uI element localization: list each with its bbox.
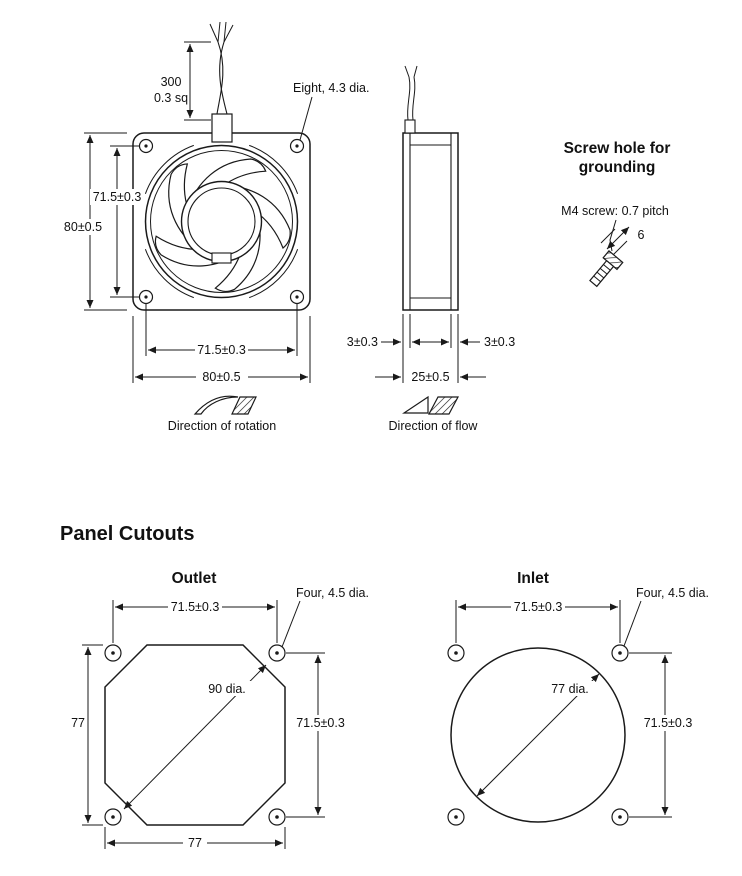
blade-section-icon <box>231 396 257 415</box>
outlet-cutout-drawing: Outlet 71.5±0.3 Four, 4.5 dia. 90 dia. <box>62 570 369 851</box>
wire-bushing <box>211 113 233 143</box>
outlet-dim-left-label: 77 <box>71 716 85 730</box>
dimension-width-holes: 71.5±0.3 <box>145 304 298 358</box>
lead-wires <box>209 21 234 143</box>
screw-head-width-label: 6 <box>638 228 645 242</box>
inlet-holes-note: Four, 4.5 dia. <box>623 586 709 647</box>
corner-holes-label: Eight, 4.3 dia. <box>293 81 369 95</box>
fan-front-view: 300 0.3 sq Eight, 4.3 dia. 80±0.5 71.5±0… <box>57 21 369 385</box>
flow-arrow-icon <box>402 395 429 414</box>
outlet-diameter-label: 90 dia. <box>208 682 246 696</box>
flow-caption: Direction of flow <box>389 419 479 433</box>
grounding-title-line1: Screw hole for <box>564 140 671 157</box>
outlet-dim-right: 71.5±0.3 <box>286 652 347 818</box>
outlet-dim-bottom: 77 <box>104 827 286 851</box>
flow-direction-symbol: Direction of flow <box>389 395 479 433</box>
outlet-holes-label: Four, 4.5 dia. <box>296 586 369 600</box>
height-outer-label: 80±0.5 <box>64 220 102 234</box>
width-holes-label: 71.5±0.3 <box>197 343 246 357</box>
inlet-dim-top-label: 71.5±0.3 <box>514 600 563 614</box>
inlet-circle <box>450 647 626 823</box>
grounding-title-line2: grounding <box>579 159 656 176</box>
outlet-dim-left: 77 <box>62 644 103 826</box>
outlet-dim-top-label: 71.5±0.3 <box>171 600 220 614</box>
fan-side-view: 3±0.3 3±0.3 25±0.5 <box>347 65 515 384</box>
flange-right-label: 3±0.3 <box>484 335 515 349</box>
inlet-holes <box>447 644 629 826</box>
inlet-dim-right-label: 71.5±0.3 <box>644 716 693 730</box>
inlet-label: Inlet <box>517 570 549 587</box>
dimension-depth: 25±0.5 <box>375 316 486 384</box>
hub-notch <box>211 252 232 264</box>
height-holes-label: 71.5±0.3 <box>93 190 142 204</box>
dimension-lead-length: 300 0.3 sq <box>154 41 211 121</box>
grounding-leader-line <box>609 219 617 252</box>
dimension-flange-left: 3±0.3 <box>347 314 432 349</box>
outlet-dim-bottom-label: 77 <box>188 836 202 850</box>
outlet-label: Outlet <box>172 570 217 587</box>
width-outer-label: 80±0.5 <box>202 370 240 384</box>
blade-section-icon <box>428 396 459 415</box>
inlet-diameter: 77 dia. <box>476 673 600 797</box>
inlet-dim-right: 71.5±0.3 <box>629 652 695 818</box>
outlet-dim-right-label: 71.5±0.3 <box>296 716 345 730</box>
fan-venturi-circle <box>144 144 299 299</box>
inlet-holes-label: Four, 4.5 dia. <box>636 586 709 600</box>
rotation-caption: Direction of rotation <box>168 419 276 433</box>
outlet-diameter: 90 dia. <box>123 664 267 810</box>
dimension-flange-right: 3±0.3 <box>429 314 515 349</box>
dimension-height-holes: 71.5±0.3 <box>90 145 144 298</box>
rotation-arrow-icon <box>193 395 239 415</box>
flange-left-label: 3±0.3 <box>347 335 378 349</box>
dimension-screw-head: 6 <box>600 226 645 256</box>
lead-length-label: 300 <box>161 75 182 89</box>
depth-label: 25±0.5 <box>411 370 449 384</box>
dimension-corner-holes: Eight, 4.3 dia. <box>293 81 369 141</box>
dimension-height-outer: 80±0.5 <box>57 132 127 311</box>
grounding-spec: M4 screw: 0.7 pitch <box>561 204 669 218</box>
panel-cutouts-title: Panel Cutouts <box>60 523 194 545</box>
inlet-dim-top: 71.5±0.3 <box>455 599 621 643</box>
grounding-note: Screw hole for grounding M4 screw: 0.7 p… <box>561 140 671 288</box>
rotation-direction-symbol: Direction of rotation <box>168 395 276 433</box>
grounding-screw-icon <box>589 250 624 288</box>
mounting-holes <box>138 138 305 305</box>
fan-hub-outer <box>180 180 263 263</box>
side-outline <box>402 132 459 311</box>
outlet-octagon <box>104 644 286 826</box>
outlet-dim-top: 71.5±0.3 <box>112 599 278 643</box>
inlet-diameter-label: 77 dia. <box>551 682 589 696</box>
lead-gauge-label: 0.3 sq <box>154 91 188 105</box>
outlet-holes <box>104 644 286 826</box>
side-lead-wire <box>404 65 418 134</box>
inlet-cutout-drawing: Inlet 71.5±0.3 Four, 4.5 dia. 77 dia. <box>447 570 709 826</box>
fan-rim-circle <box>150 150 293 293</box>
outlet-holes-note: Four, 4.5 dia. <box>281 586 369 648</box>
dimension-width-outer: 80±0.5 <box>132 316 311 385</box>
